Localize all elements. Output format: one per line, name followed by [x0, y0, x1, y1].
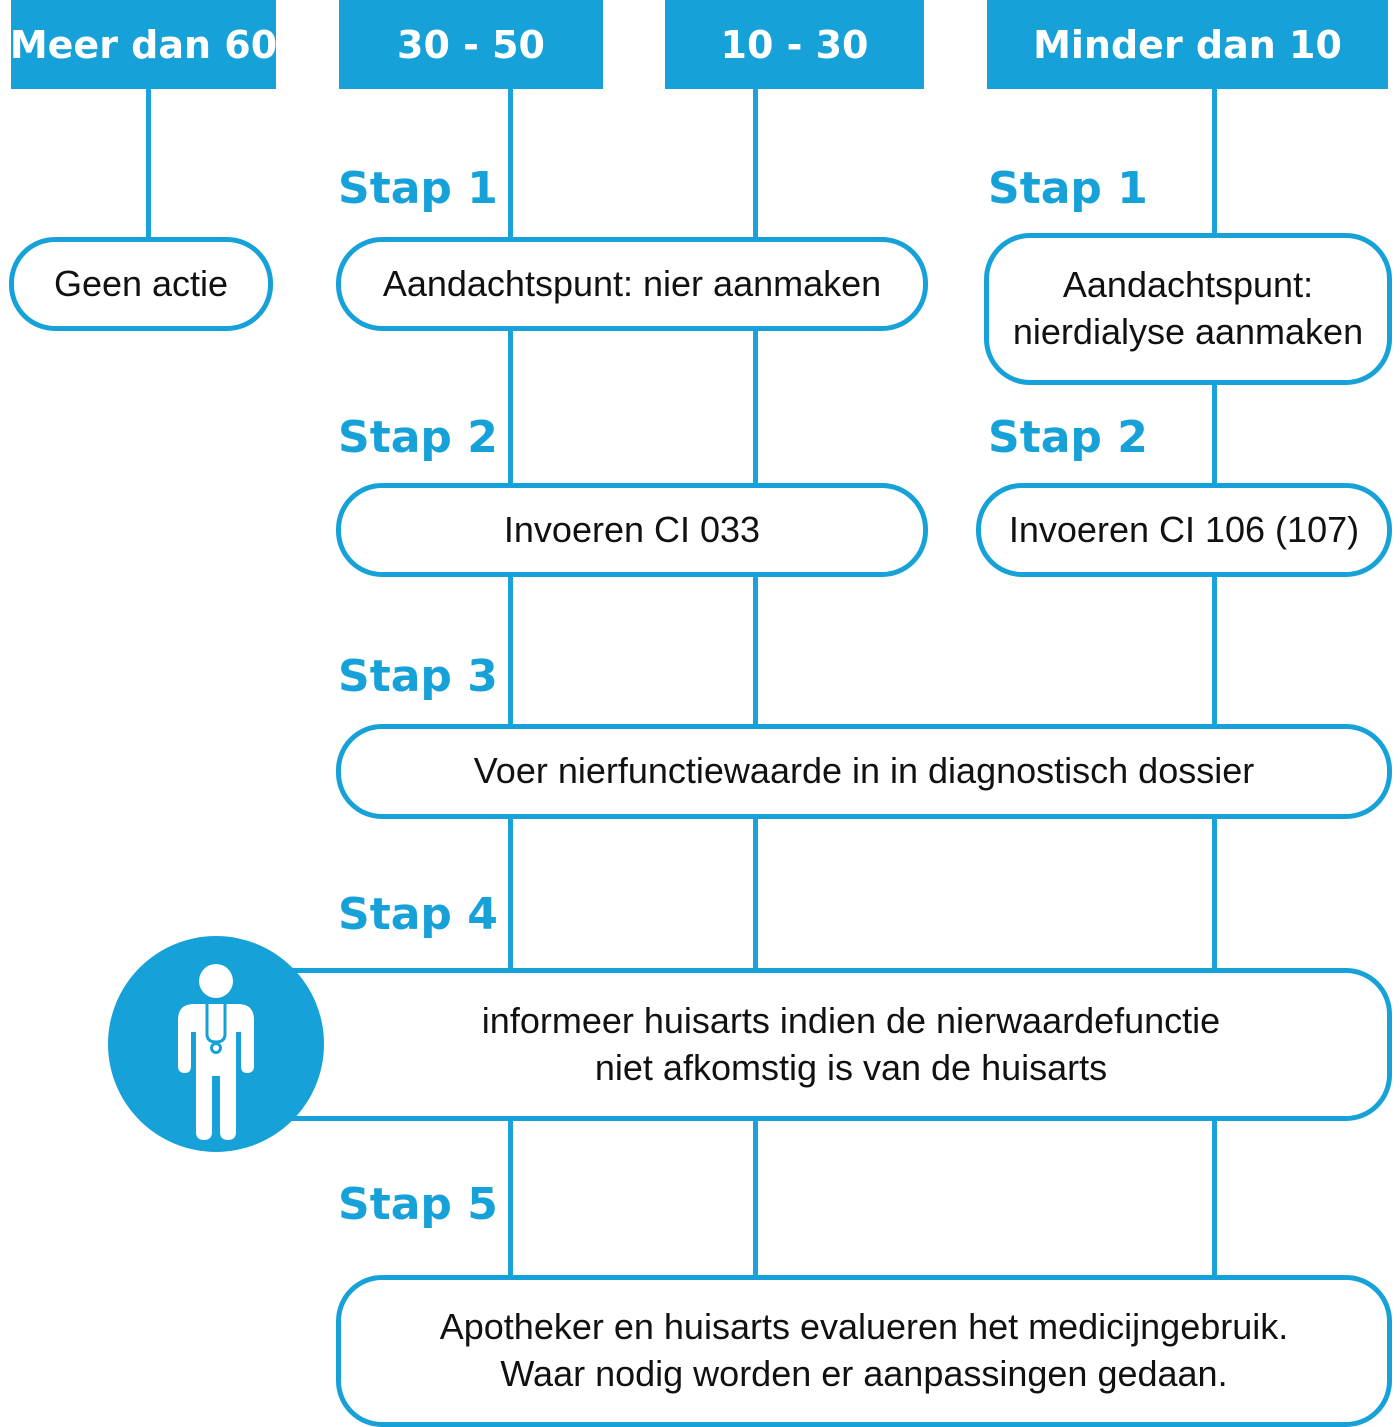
doctor-with-stethoscope-icon	[108, 936, 324, 1152]
box-evalueren-text: Apotheker en huisarts evalueren het medi…	[440, 1304, 1289, 1398]
box-nierdialyse-line2: nierdialyse aanmaken	[1012, 311, 1364, 352]
box-nierfunctie-text: Voer nierfunctiewaarde in in diagnostisc…	[473, 750, 1255, 792]
box-nierdialyse-aanmaken: Aandachtspunt: nierdialyse aanmaken	[984, 233, 1392, 385]
header-10-30: 10 - 30	[665, 0, 924, 89]
connector-col4	[1212, 89, 1217, 1279]
box-informeer-line2: niet afkomstig is van de huisarts	[594, 1046, 1108, 1088]
box-informeer-line1: informeer huisarts indien de nierwaardef…	[481, 999, 1221, 1041]
box-nier-aanmaken-text: Aandachtspunt: nier aanmaken	[382, 262, 882, 304]
header-30-50: 30 - 50	[339, 0, 603, 89]
box-voer-nierfunctiewaarde-in: Voer nierfunctiewaarde in in diagnostisc…	[336, 724, 1392, 819]
connector-col3	[753, 89, 758, 1279]
box-evalueren-line2: Waar nodig worden er aanpassingen gedaan…	[500, 1353, 1228, 1394]
box-geen-actie: Geen actie	[9, 237, 273, 331]
box-informeer-text: informeer huisarts indien de nierwaardef…	[482, 998, 1220, 1092]
box-invoeren-ci-033: Invoeren CI 033	[336, 483, 928, 577]
box-nierdialyse-line1: Aandachtspunt:	[1062, 264, 1314, 306]
connector-col2	[508, 89, 513, 1279]
header-meer-dan-60: Meer dan 60	[10, 0, 277, 89]
box-apotheker-evalueren: Apotheker en huisarts evalueren het medi…	[336, 1275, 1392, 1427]
box-nierdialyse-text: Aandachtspunt: nierdialyse aanmaken	[1013, 262, 1363, 356]
step-3-label: Stap 3	[338, 651, 498, 702]
step-2-label-right: Stap 2	[988, 412, 1148, 463]
step-1-label-left: Stap 1	[338, 163, 498, 214]
step-1-label-right: Stap 1	[988, 163, 1148, 214]
box-ci106-text: Invoeren CI 106 (107)	[1008, 508, 1360, 550]
connector-col1	[146, 89, 151, 239]
box-evalueren-line1: Apotheker en huisarts evalueren het medi…	[439, 1306, 1289, 1348]
box-invoeren-ci-106: Invoeren CI 106 (107)	[976, 483, 1392, 577]
box-informeer-huisarts: informeer huisarts indien de nierwaardef…	[230, 968, 1392, 1121]
step-4-label: Stap 4	[338, 889, 498, 940]
doctor-figure-svg	[178, 964, 254, 1140]
step-2-label-left: Stap 2	[338, 412, 498, 463]
header-minder-dan-10: Minder dan 10	[987, 0, 1388, 89]
box-ci033-text: Invoeren CI 033	[503, 508, 761, 550]
step-5-label: Stap 5	[338, 1179, 498, 1230]
box-geen-actie-text: Geen actie	[53, 262, 229, 304]
box-nier-aanmaken: Aandachtspunt: nier aanmaken	[336, 237, 928, 331]
